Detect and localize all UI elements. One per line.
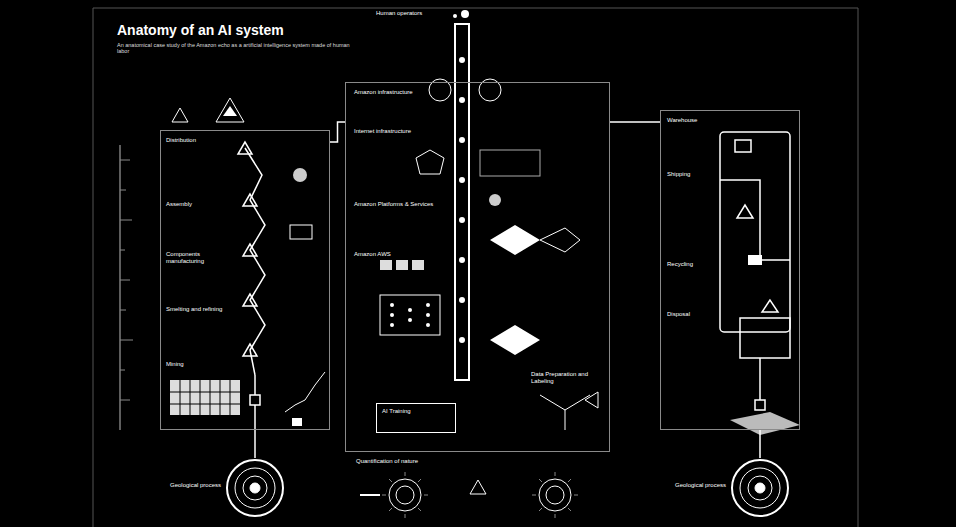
connector-line [610, 122, 660, 123]
diagram-title: Anatomy of an AI system [117, 22, 284, 38]
connector-line [760, 430, 761, 458]
section-label: AI Training [382, 408, 452, 415]
section-label: Amazon infrastructure [354, 89, 449, 96]
connector-line [255, 430, 256, 458]
section-label: Assembly [166, 201, 236, 208]
section-panel: WarehouseShippingRecyclingDisposal [660, 110, 800, 430]
section-panel: DistributionAssemblyComponents manufactu… [160, 130, 330, 430]
section-label: Amazon Platforms & Services [354, 201, 449, 208]
section-label: Data Preparation and Labeling [531, 371, 606, 385]
section-label: Human operators [375, 10, 423, 17]
section-label: Mining [166, 361, 236, 368]
section-label: Geological process [153, 482, 221, 489]
section-label: Smelting and refining [166, 306, 236, 313]
section-label: Shipping [667, 171, 717, 178]
section-label: Warehouse [667, 117, 717, 124]
section-label: Components manufacturing [166, 251, 236, 265]
section-label: Geological process [658, 482, 726, 489]
section-label: Disposal [667, 311, 717, 318]
section-label: Quantification of nature [355, 458, 419, 465]
circle-outline [730, 458, 790, 518]
section-label: Amazon AWS [354, 251, 449, 258]
circle-outline [225, 458, 285, 518]
connector-line [330, 122, 345, 142]
diagram-caption: An anatomical case study of the Amazon e… [117, 42, 357, 54]
section-label: Recycling [667, 261, 717, 268]
geology-circle: Geological process [225, 458, 285, 518]
process-box: AI Training [376, 403, 456, 433]
geology-circle: Geological process [730, 458, 790, 518]
section-label: Internet infrastructure [354, 128, 449, 135]
section-panel: Amazon infrastructureInternet infrastruc… [345, 82, 610, 452]
section-label: Distribution [166, 137, 236, 144]
